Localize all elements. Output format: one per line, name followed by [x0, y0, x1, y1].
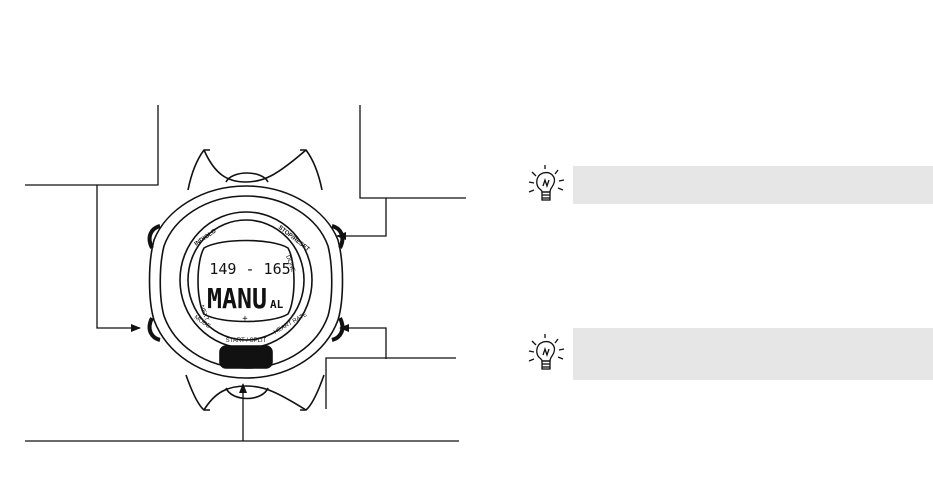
dial [187, 219, 305, 341]
lcd-plus-indicator: + [242, 314, 248, 324]
lcd-heart-rate-zone: 149 - 165 [209, 260, 290, 278]
callout-heart-rate [339, 324, 387, 359]
label-indiglo: INDIGLO [194, 228, 218, 247]
callout-mode [96, 185, 141, 332]
callout-done [336, 198, 387, 240]
lcd-window [197, 239, 295, 323]
strap-top-notch [225, 172, 269, 183]
lightbulb-icon [528, 334, 565, 370]
start-split-pusher [219, 345, 273, 369]
strap-top-inner [203, 149, 307, 183]
watch-illustration [147, 149, 345, 411]
label-next: NEXT [198, 305, 209, 322]
button-left-top [147, 224, 161, 249]
callout-stop-reset [359, 105, 466, 199]
lcd-mode-suffix: AL [270, 298, 284, 311]
lcd-mode-text: MANU [207, 282, 267, 315]
watch-case-outer [148, 185, 344, 379]
strap-top [187, 149, 323, 191]
strap-bottom-notch [225, 387, 269, 400]
button-right-bottom [331, 317, 345, 342]
callout-next [325, 357, 456, 409]
label-stop-reset: STOP/RESET [277, 225, 311, 253]
callout-lines [25, 105, 466, 442]
callout-indiglo [25, 105, 159, 186]
label-done: DONE [284, 255, 296, 273]
strap-bottom-inner [203, 385, 307, 411]
label-heart-rate: HEART RATE [273, 312, 308, 336]
watch-diagram: INDIGLO STOP/RESET DONE NEXT MODE HEART … [25, 105, 466, 442]
bezel [179, 211, 313, 349]
button-left-bottom [147, 317, 161, 342]
label-start-split: START / SPLIT [226, 338, 267, 344]
tip-box-2 [573, 328, 933, 380]
lightbulb-icon [528, 165, 565, 201]
button-right-top [331, 224, 345, 249]
lcd-display: 149 - 165 MANU AL + [207, 260, 291, 324]
tip-box-1 [573, 166, 933, 204]
